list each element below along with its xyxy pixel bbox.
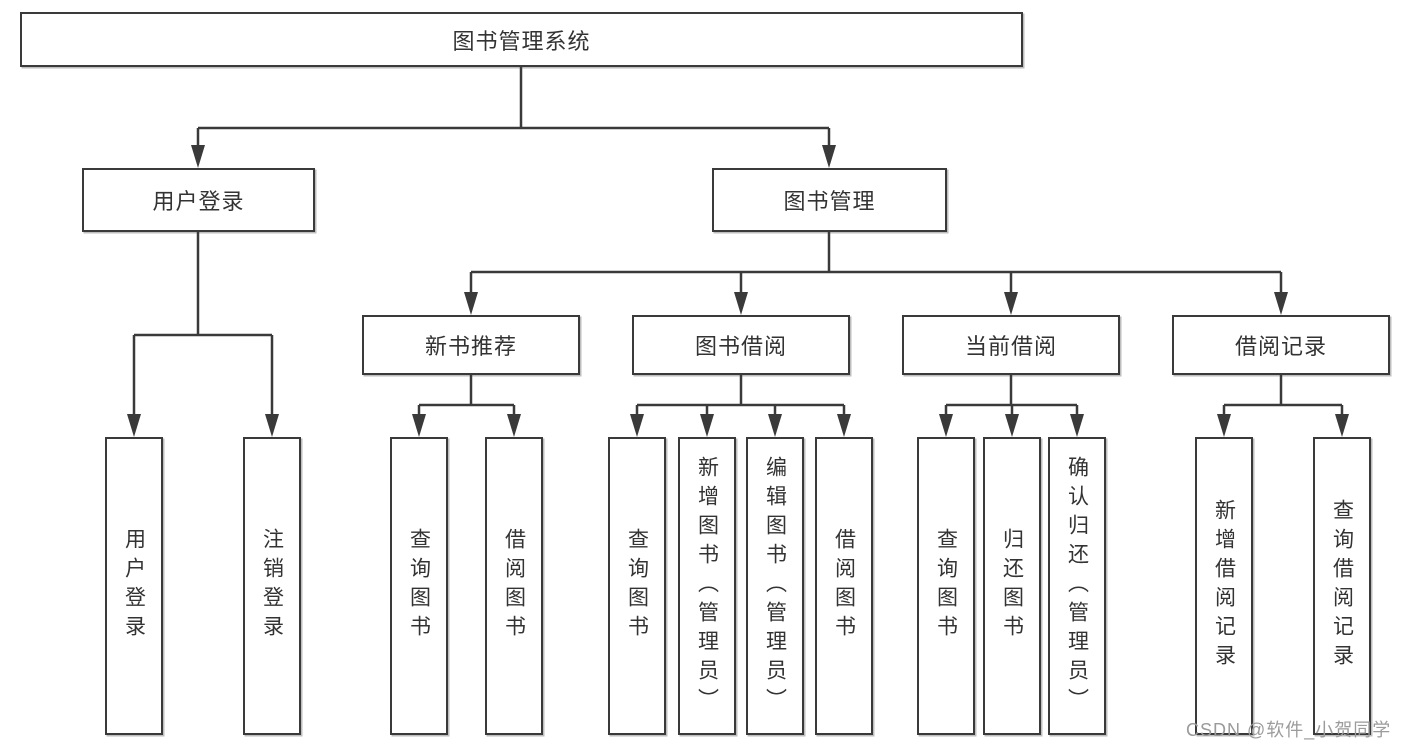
- leaf-add-borrow-record: 新增借阅记录: [1195, 437, 1253, 735]
- leaf-add-books-admin: 新增图书（管理员）: [678, 437, 736, 735]
- leaf-borrow-books-label: 借阅图书: [832, 528, 856, 644]
- leaf-query-books-recommend-label: 查询图书: [407, 528, 431, 644]
- leaf-return-books: 归还图书: [983, 437, 1041, 735]
- leaf-query-books-recommend: 查询图书: [390, 437, 448, 735]
- leaf-add-books-admin-label: 新增图书（管理员）: [695, 455, 719, 717]
- leaf-edit-books-admin: 编辑图书（管理员）: [746, 437, 804, 735]
- node-book-borrow: 图书借阅: [632, 315, 850, 375]
- leaf-query-books-borrow-label: 查询图书: [625, 528, 649, 644]
- leaf-query-borrow-record-label: 查询借阅记录: [1330, 499, 1354, 673]
- leaf-return-books-label: 归还图书: [1000, 528, 1024, 644]
- node-library-management-system: 图书管理系统: [20, 12, 1023, 67]
- node-user-login: 用户登录: [82, 168, 315, 232]
- leaf-logout: 注销登录: [243, 437, 301, 735]
- leaf-add-borrow-record-label: 新增借阅记录: [1212, 499, 1236, 673]
- csdn-watermark: CSDN @软件_小贺同学: [1186, 720, 1392, 740]
- node-borrow-records: 借阅记录: [1172, 315, 1390, 375]
- leaf-edit-books-admin-label: 编辑图书（管理员）: [763, 455, 787, 717]
- leaf-user-login: 用户登录: [105, 437, 163, 735]
- leaf-query-books-current-label: 查询图书: [934, 528, 958, 644]
- leaf-confirm-return-admin: 确认归还（管理员）: [1048, 437, 1106, 735]
- leaf-logout-label: 注销登录: [260, 528, 284, 644]
- node-new-book-recommend: 新书推荐: [362, 315, 580, 375]
- node-current-borrow: 当前借阅: [902, 315, 1120, 375]
- leaf-borrow-books-recommend: 借阅图书: [485, 437, 543, 735]
- leaf-confirm-return-admin-label: 确认归还（管理员）: [1065, 455, 1089, 717]
- leaf-user-login-label: 用户登录: [122, 528, 146, 644]
- leaf-borrow-books-recommend-label: 借阅图书: [502, 528, 526, 644]
- leaf-query-books-current: 查询图书: [917, 437, 975, 735]
- leaf-query-books-borrow: 查询图书: [608, 437, 666, 735]
- leaf-borrow-books: 借阅图书: [815, 437, 873, 735]
- node-book-management: 图书管理: [712, 168, 947, 232]
- leaf-query-borrow-record: 查询借阅记录: [1313, 437, 1371, 735]
